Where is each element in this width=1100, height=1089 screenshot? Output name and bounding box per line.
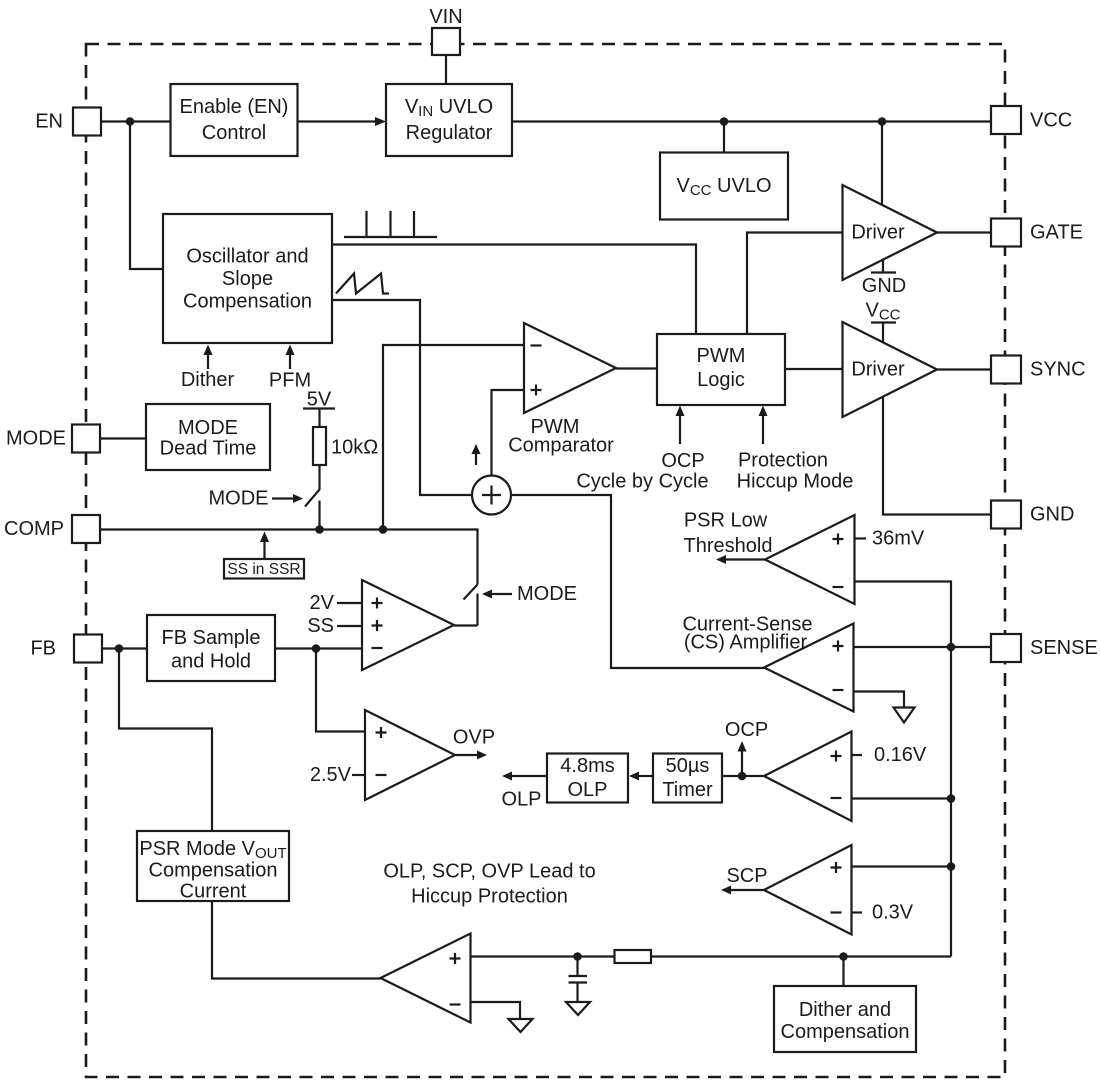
svg-text:2V: 2V xyxy=(310,592,335,614)
svg-text:Hiccup Protection: Hiccup Protection xyxy=(411,886,568,908)
svg-text:36mV: 36mV xyxy=(872,528,925,550)
svg-text:0.16V: 0.16V xyxy=(874,744,927,766)
svg-text:FB: FB xyxy=(30,638,56,660)
svg-text:OLP: OLP xyxy=(501,789,541,811)
svg-text:PWM: PWM xyxy=(531,416,580,438)
svg-text:PSR Low: PSR Low xyxy=(684,510,768,532)
svg-text:VIN UVLO: VIN UVLO xyxy=(405,96,493,120)
svg-text:Protection: Protection xyxy=(738,450,828,472)
svg-text:Comparator: Comparator xyxy=(508,435,614,457)
svg-text:OLP, SCP, OVP Lead to: OLP, SCP, OVP Lead to xyxy=(383,861,595,883)
svg-text:Control: Control xyxy=(202,122,266,144)
svg-text:Slope: Slope xyxy=(222,268,273,290)
svg-text:Dither: Dither xyxy=(181,369,235,391)
svg-text:SYNC: SYNC xyxy=(1030,359,1086,381)
svg-text:Oscillator and: Oscillator and xyxy=(186,246,308,268)
svg-text:GATE: GATE xyxy=(1030,222,1083,244)
svg-text:Dead Time: Dead Time xyxy=(160,438,257,460)
svg-text:50µs: 50µs xyxy=(666,755,710,777)
svg-text:10kΩ: 10kΩ xyxy=(331,437,378,459)
svg-text:Compensation: Compensation xyxy=(183,291,312,313)
svg-text:OCP: OCP xyxy=(661,450,704,472)
svg-text:GND: GND xyxy=(862,275,906,297)
svg-text:GND: GND xyxy=(1030,504,1074,526)
svg-text:PWM: PWM xyxy=(697,345,746,367)
svg-text:PFM: PFM xyxy=(269,370,311,392)
svg-text:MODE: MODE xyxy=(209,488,269,510)
svg-text:Current: Current xyxy=(180,881,247,903)
svg-text:SCP: SCP xyxy=(726,865,767,887)
svg-text:Logic: Logic xyxy=(697,369,745,391)
svg-text:Compensation: Compensation xyxy=(149,860,278,882)
svg-text:5V: 5V xyxy=(307,389,332,411)
svg-text:Hiccup Mode: Hiccup Mode xyxy=(737,471,854,493)
svg-text:OCP: OCP xyxy=(725,719,768,741)
svg-text:Driver: Driver xyxy=(851,359,905,381)
svg-text:VCC UVLO: VCC UVLO xyxy=(676,175,771,199)
svg-text:Threshold: Threshold xyxy=(684,535,773,557)
svg-text:4.8ms: 4.8ms xyxy=(560,755,614,777)
svg-text:0.3V: 0.3V xyxy=(872,902,914,924)
svg-text:(CS) Amplifier: (CS) Amplifier xyxy=(684,632,808,654)
svg-text:Dither and: Dither and xyxy=(799,999,891,1021)
svg-text:Timer: Timer xyxy=(662,779,713,801)
svg-text:MODE: MODE xyxy=(6,428,66,450)
svg-text:and Hold: and Hold xyxy=(171,651,251,673)
svg-text:OLP: OLP xyxy=(567,779,607,801)
svg-text:EN: EN xyxy=(35,111,63,133)
svg-text:Driver: Driver xyxy=(851,222,905,244)
svg-text:COMP: COMP xyxy=(4,518,64,540)
svg-text:VCC: VCC xyxy=(1030,110,1072,132)
svg-text:MODE: MODE xyxy=(517,583,577,605)
svg-text:FB Sample: FB Sample xyxy=(162,627,261,649)
svg-text:MODE: MODE xyxy=(178,417,238,439)
svg-text:2.5V: 2.5V xyxy=(310,764,352,786)
svg-text:VIN: VIN xyxy=(429,6,462,28)
svg-text:VCC: VCC xyxy=(865,300,900,324)
svg-text:SS: SS xyxy=(307,615,334,637)
svg-text:Compensation: Compensation xyxy=(781,1021,910,1043)
svg-text:Cycle by Cycle: Cycle by Cycle xyxy=(576,471,708,493)
svg-text:SS in SSR: SS in SSR xyxy=(227,561,300,578)
svg-text:SENSE: SENSE xyxy=(1030,637,1098,659)
svg-text:PSR Mode VOUT: PSR Mode VOUT xyxy=(139,838,286,862)
svg-text:Enable (EN): Enable (EN) xyxy=(180,96,289,118)
svg-text:OVP: OVP xyxy=(453,727,495,749)
svg-text:Regulator: Regulator xyxy=(406,122,493,144)
svg-text:Current-Sense: Current-Sense xyxy=(682,614,812,636)
